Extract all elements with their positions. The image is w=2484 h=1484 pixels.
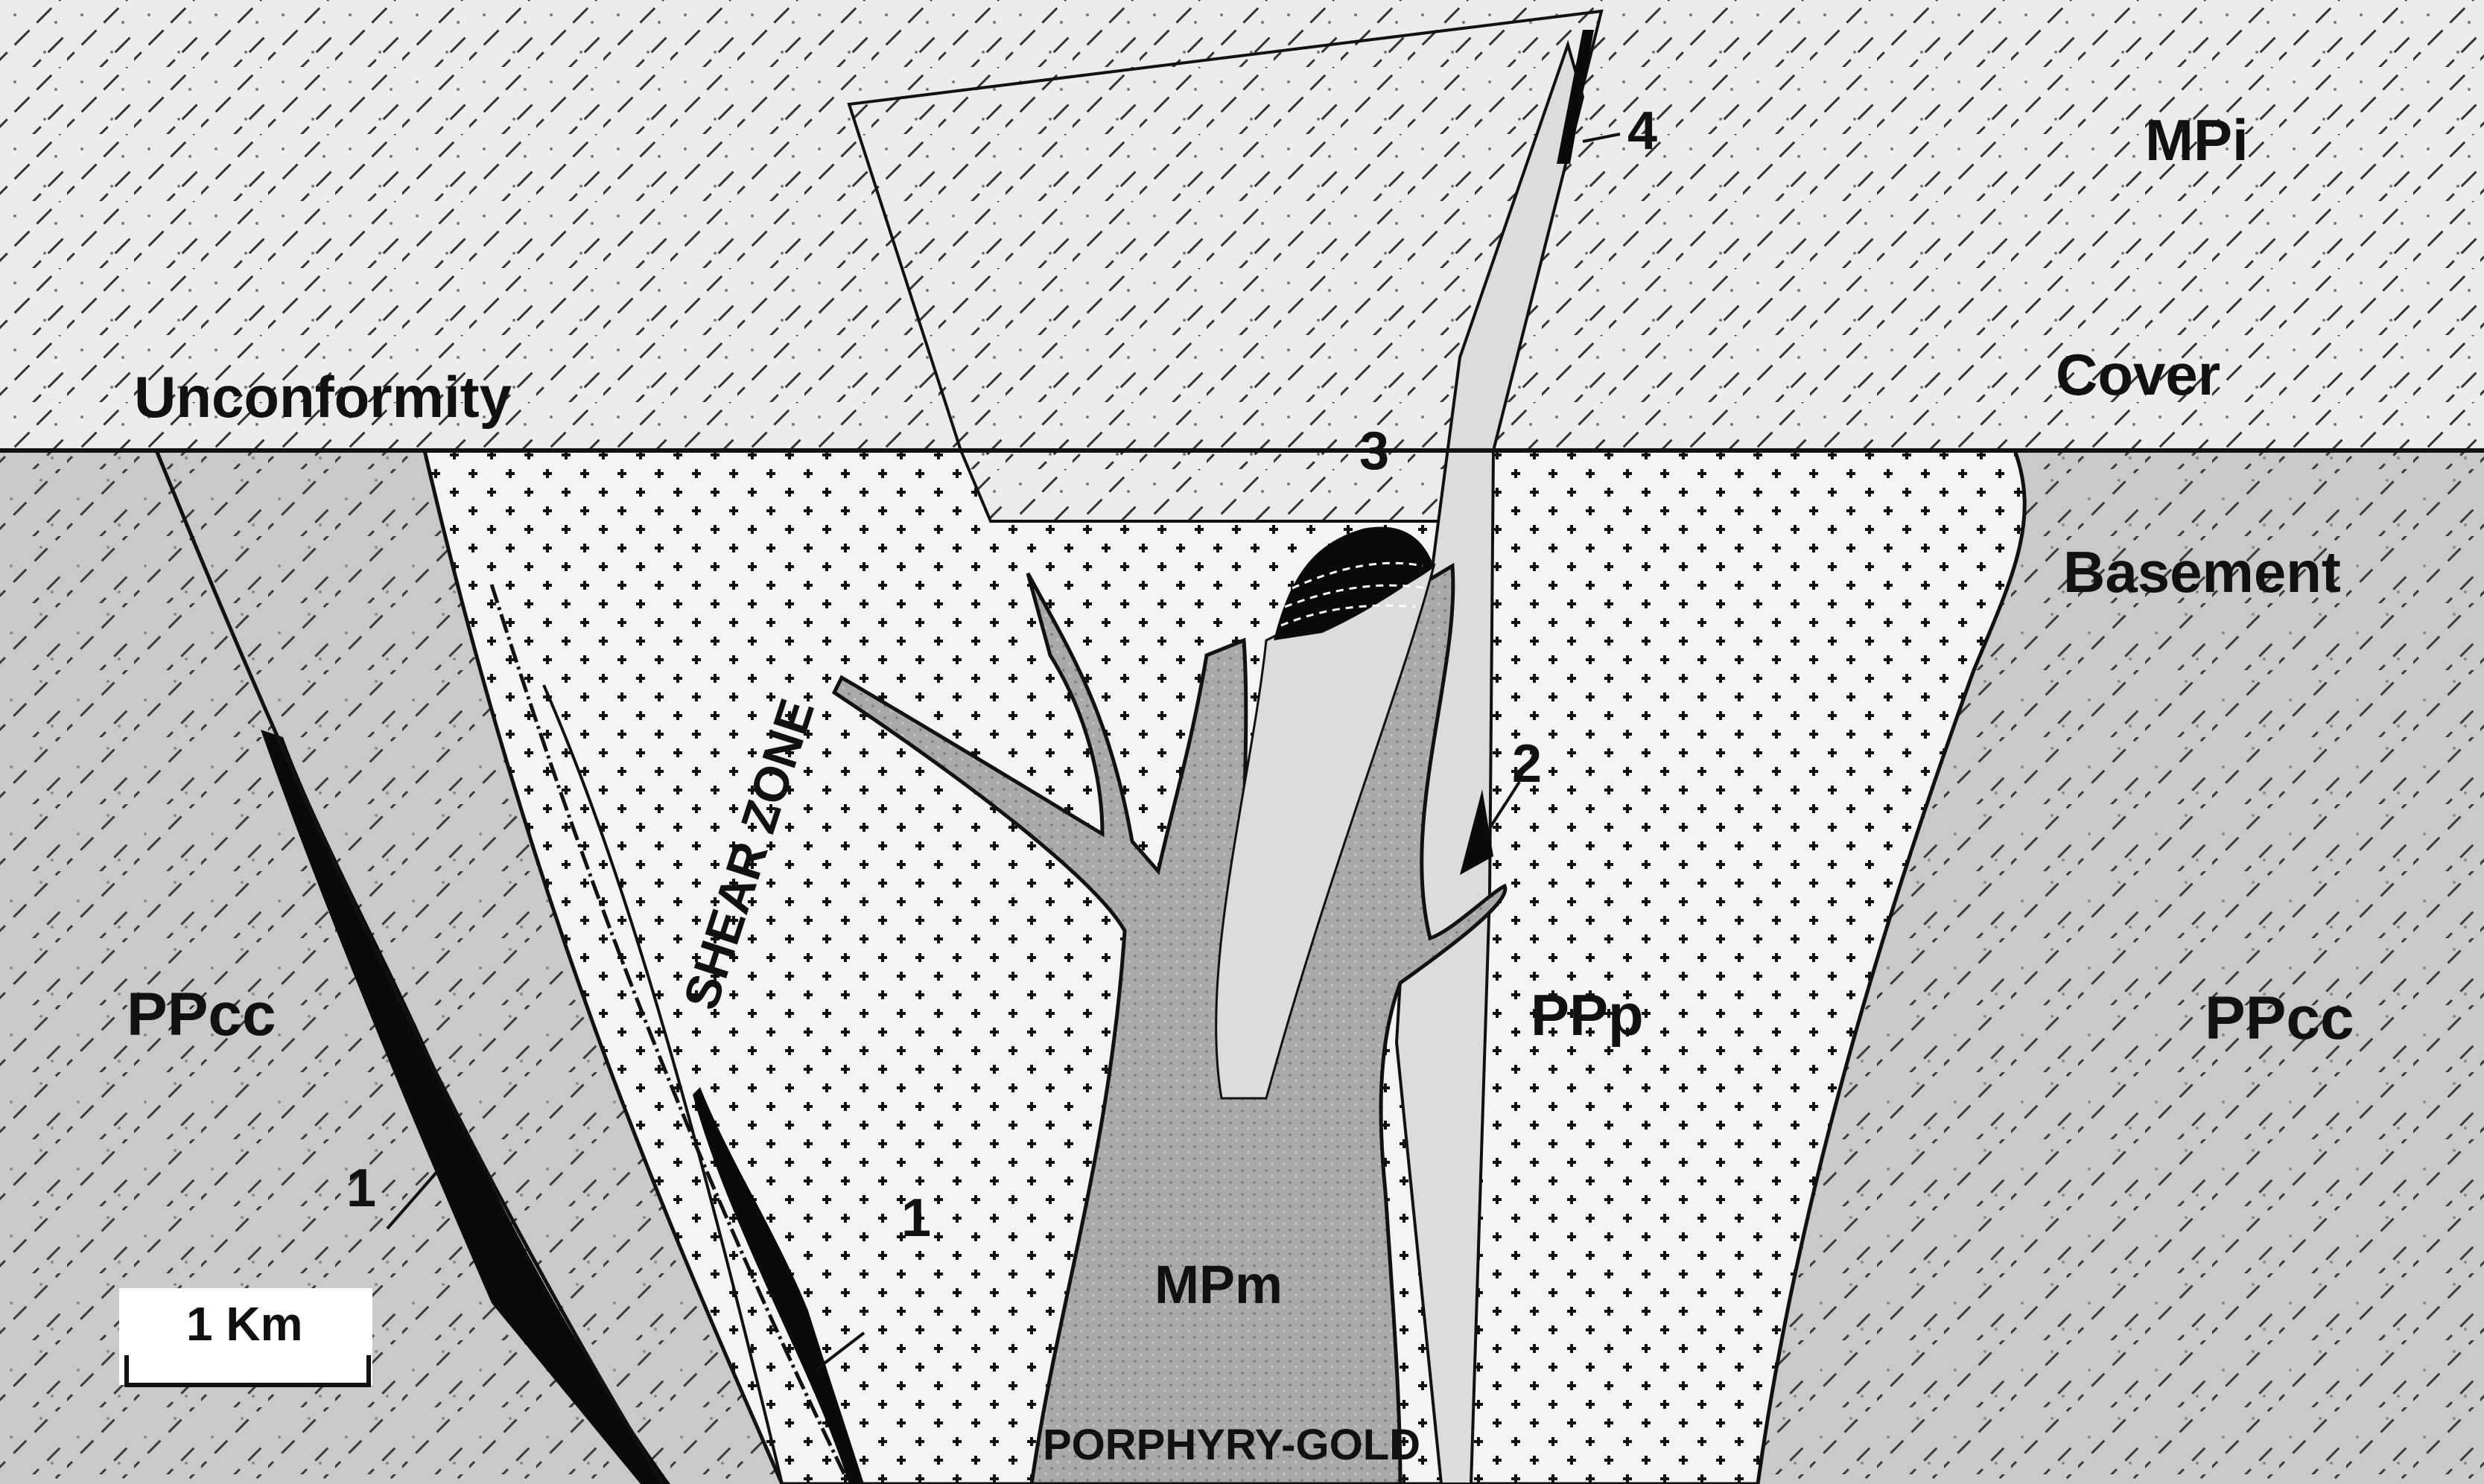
label-deposit-2: 2 [1512,734,1542,794]
label-mpm: MPm [1154,1255,1283,1315]
label-deposit-1a: 1 [346,1159,376,1218]
label-ppcc-right: PPcc [2205,984,2354,1052]
scale-label: 1 Km [186,1297,303,1351]
scale-bar: 1 Km [119,1288,372,1385]
label-deposit-4: 4 [1627,101,1657,161]
label-basement: Basement [2063,539,2341,605]
label-porphyry-gold: PORPHYRY-GOLD [1043,1421,1420,1469]
label-unconformity: Unconformity [134,364,512,430]
label-cover: Cover [2056,342,2220,407]
label-ppcc-left: PPcc [127,981,276,1048]
label-deposit-3: 3 [1359,421,1389,481]
label-ppp: PPp [1531,982,1644,1048]
label-deposit-1b: 1 [901,1188,931,1248]
label-mpi: MPi [2145,107,2249,173]
